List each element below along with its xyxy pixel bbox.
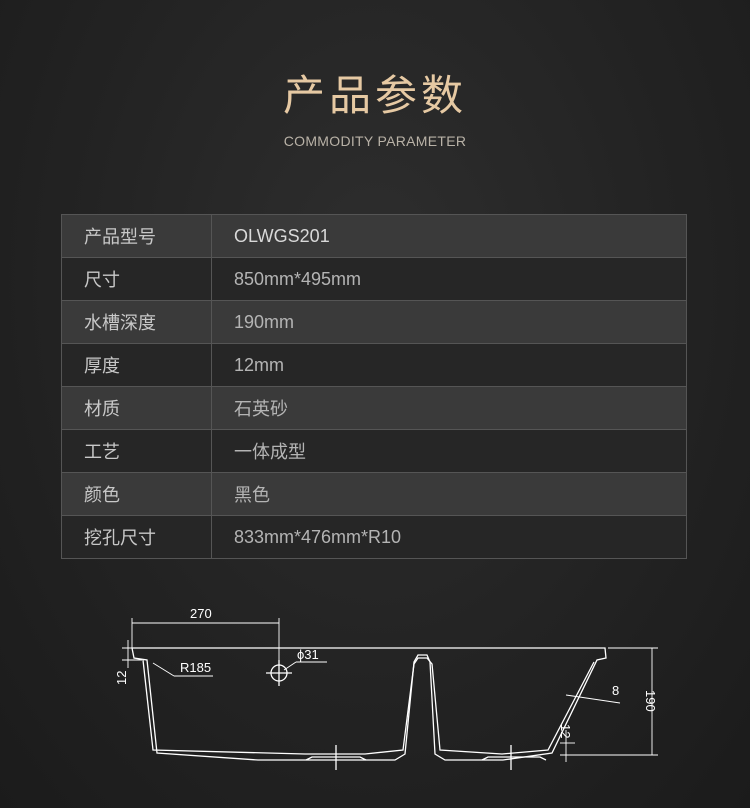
spec-value: 190mm: [211, 300, 687, 344]
spec-row: 挖孔尺寸 833mm*476mm*R10: [61, 515, 687, 559]
page-title: 产品参数: [282, 71, 467, 120]
dim-line-8: [565, 694, 621, 704]
dim-label-phi31: ϕ31: [297, 647, 319, 662]
spec-label: 尺寸: [61, 257, 212, 301]
sink-bottom-detail: [481, 756, 547, 761]
dim-label-r185: R185: [180, 660, 211, 675]
spec-label: 颜色: [61, 472, 212, 516]
spec-label: 材质: [61, 386, 212, 430]
spec-row: 工艺 一体成型: [61, 429, 687, 473]
spec-value: 石英砂: [211, 386, 687, 430]
spec-table: 产品型号 OLWGS201 尺寸 850mm*495mm 水槽深度 190mm …: [61, 214, 687, 559]
spec-label: 挖孔尺寸: [61, 515, 212, 559]
sink-outer-profile: [131, 647, 607, 761]
spec-value: 一体成型: [211, 429, 687, 473]
dim-label-12-left: 12: [114, 671, 129, 685]
dim-label-190: 190: [643, 690, 658, 712]
spec-row: 水槽深度 190mm: [61, 300, 687, 344]
spec-label: 工艺: [61, 429, 212, 473]
dim-label-8: 8: [612, 683, 619, 698]
spec-row: 材质 石英砂: [61, 386, 687, 430]
leader-r185: [152, 662, 175, 677]
spec-row: 尺寸 850mm*495mm: [61, 257, 687, 301]
spec-value: 833mm*476mm*R10: [211, 515, 687, 559]
spec-row: 产品型号 OLWGS201: [61, 214, 687, 258]
spec-label: 水槽深度: [61, 300, 212, 344]
dim-label-12-right: 12: [558, 724, 573, 738]
spec-value: 12mm: [211, 343, 687, 387]
sink-inner-profile: [142, 657, 595, 755]
spec-value: 850mm*495mm: [211, 257, 687, 301]
spec-label: 产品型号: [61, 214, 212, 258]
leader-phi31: [283, 661, 297, 671]
spec-label: 厚度: [61, 343, 212, 387]
dim-label-270: 270: [190, 606, 212, 621]
spec-value: OLWGS201: [211, 214, 687, 258]
spec-value: 黑色: [211, 472, 687, 516]
spec-row: 颜色 黑色: [61, 472, 687, 516]
page-subtitle: COMMODITY PARAMETER: [283, 133, 467, 149]
spec-row: 厚度 12mm: [61, 343, 687, 387]
sink-cross-section-diagram: 270 R185 ϕ31 12 8 190 12: [114, 606, 658, 770]
